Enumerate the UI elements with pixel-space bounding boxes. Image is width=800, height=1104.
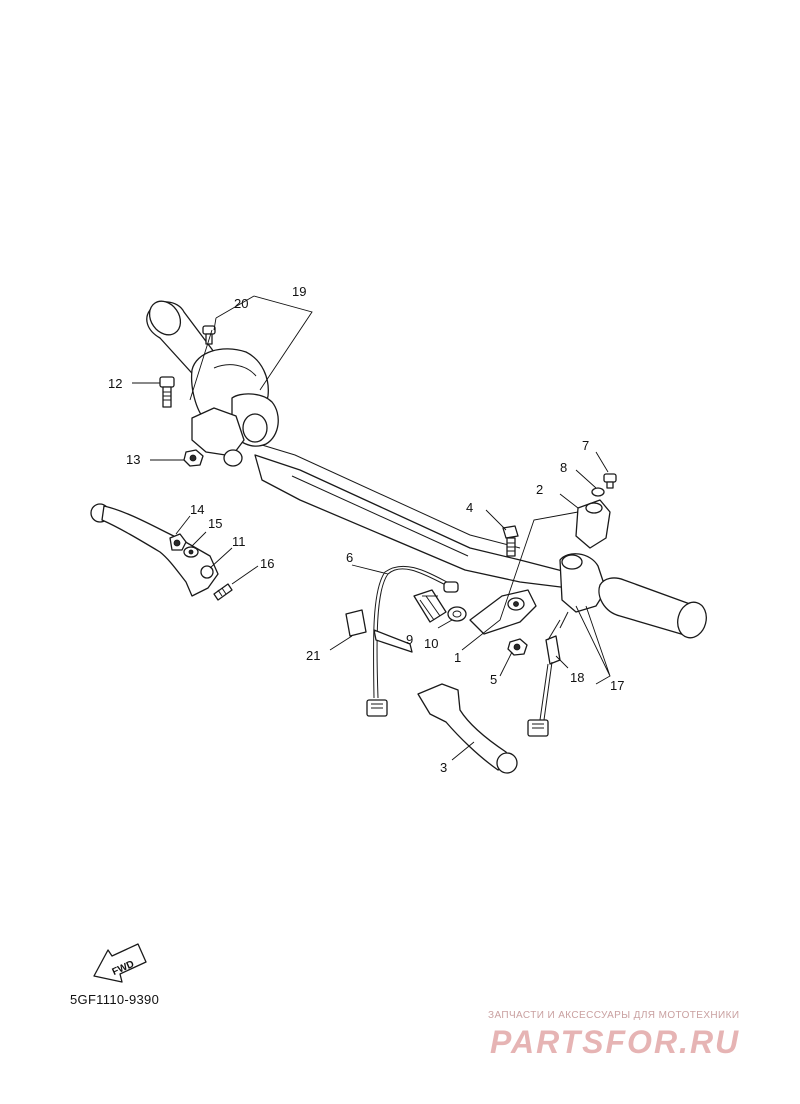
watermark-brand: PARTSFOR.RU xyxy=(490,1024,741,1060)
callout-5: 5 xyxy=(490,672,497,687)
watermark-tagline: ЗАПЧАСТИ И АКСЕССУАРЫ ДЛЯ МОТОТЕХНИКИ xyxy=(488,1010,740,1021)
washer-10 xyxy=(447,606,467,622)
cable-band-21 xyxy=(345,609,413,653)
callout-14: 14 xyxy=(190,502,204,517)
callout-15: 15 xyxy=(208,516,222,531)
fwd-arrow: FWD xyxy=(93,943,147,983)
bolt-12 xyxy=(159,376,175,408)
callout-7: 7 xyxy=(582,438,589,453)
callout-13: 13 xyxy=(126,452,140,467)
washer-8 xyxy=(591,487,605,497)
callout-9: 9 xyxy=(406,632,413,647)
brake-lever-3 xyxy=(417,683,518,774)
callout-17: 17 xyxy=(610,678,624,693)
left-lever-holder xyxy=(191,407,245,467)
callout-1: 1 xyxy=(454,650,461,665)
callout-2: 2 xyxy=(536,482,543,497)
nut-13 xyxy=(183,449,204,467)
bolt-9 xyxy=(413,589,447,623)
switch-18 xyxy=(527,611,569,737)
nut-5 xyxy=(507,638,528,656)
right-grip xyxy=(598,577,707,639)
washer-15 xyxy=(183,546,199,558)
leader-lines xyxy=(132,295,611,761)
callout-20: 20 xyxy=(234,296,248,311)
screw-7 xyxy=(603,473,617,489)
handlebar xyxy=(254,444,586,591)
callout-16: 16 xyxy=(260,556,274,571)
callout-21: 21 xyxy=(306,648,320,663)
callout-6: 6 xyxy=(346,550,353,565)
callout-12: 12 xyxy=(108,376,122,391)
callout-8: 8 xyxy=(560,460,567,475)
callout-4: 4 xyxy=(466,500,473,515)
callout-10: 10 xyxy=(424,636,438,651)
right-switch-17 xyxy=(559,553,607,613)
callout-19: 19 xyxy=(292,284,306,299)
callout-labels: 1 2 3 4 5 6 7 8 9 10 11 12 13 14 15 16 1… xyxy=(108,284,624,775)
diagram-code: 5GF1110-9390 xyxy=(70,992,160,1007)
bolt-4 xyxy=(502,525,519,557)
bolt-14 xyxy=(169,533,187,551)
screw-16 xyxy=(213,583,233,601)
clutch-lever xyxy=(90,503,219,597)
callout-18: 18 xyxy=(570,670,584,685)
callout-3: 3 xyxy=(440,760,447,775)
cable-6 xyxy=(366,565,459,717)
brake-holder-2 xyxy=(575,499,611,549)
callout-11: 11 xyxy=(232,534,246,549)
